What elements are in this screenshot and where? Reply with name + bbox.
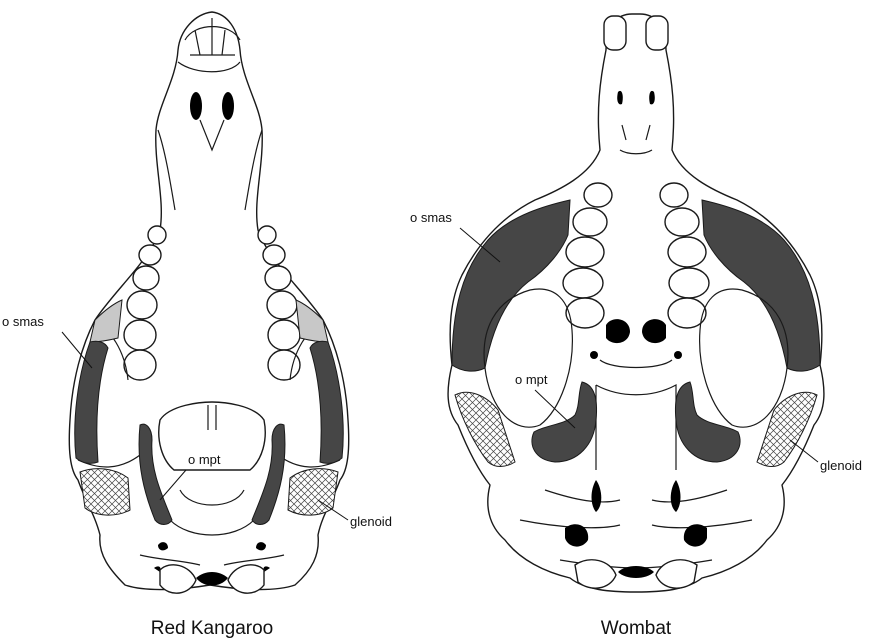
kangaroo-skull bbox=[69, 12, 348, 593]
kangaroo-caption: Red Kangaroo bbox=[151, 618, 274, 639]
wombat-caption: Wombat bbox=[601, 618, 672, 639]
wombat-label-mpt: o mpt bbox=[515, 372, 548, 387]
kangaroo-label-mpt: o mpt bbox=[188, 452, 221, 467]
kangaroo-label-glenoid: glenoid bbox=[350, 514, 392, 529]
wombat-skull bbox=[448, 14, 824, 592]
kangaroo-label-smas: o smas bbox=[2, 314, 44, 329]
kangaroo-glenoid-left bbox=[80, 469, 130, 515]
wombat-label-glenoid: glenoid bbox=[820, 458, 862, 473]
wombat-label-smas: o smas bbox=[410, 210, 452, 225]
